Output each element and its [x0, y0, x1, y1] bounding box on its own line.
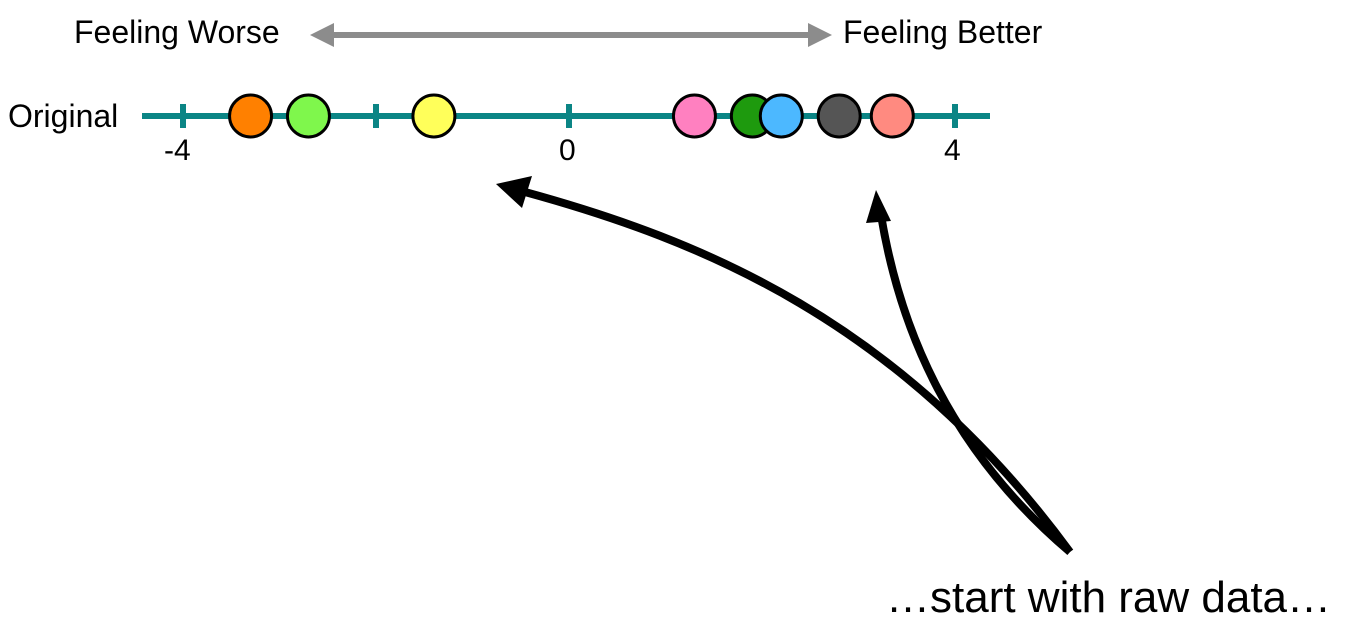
data-point [816, 93, 862, 139]
data-point [411, 93, 457, 139]
data-point [758, 93, 804, 139]
feeling-better-label: Feeling Better [843, 14, 1043, 50]
tick-label-min: -4 [164, 134, 191, 167]
data-points [228, 93, 915, 139]
tick-label-max: 4 [944, 134, 961, 167]
data-point [228, 93, 274, 139]
curved-arrow-right [866, 190, 1073, 556]
curved-arrow-left [496, 176, 1074, 555]
direction-arrow [310, 23, 832, 47]
row-label-original: Original [8, 98, 118, 134]
caption-text: …start with raw data… [886, 573, 1331, 622]
feeling-worse-label: Feeling Worse [74, 14, 280, 50]
tick-label-zero: 0 [559, 134, 576, 167]
data-point [285, 93, 331, 139]
data-point [671, 93, 717, 139]
data-point [869, 93, 915, 139]
